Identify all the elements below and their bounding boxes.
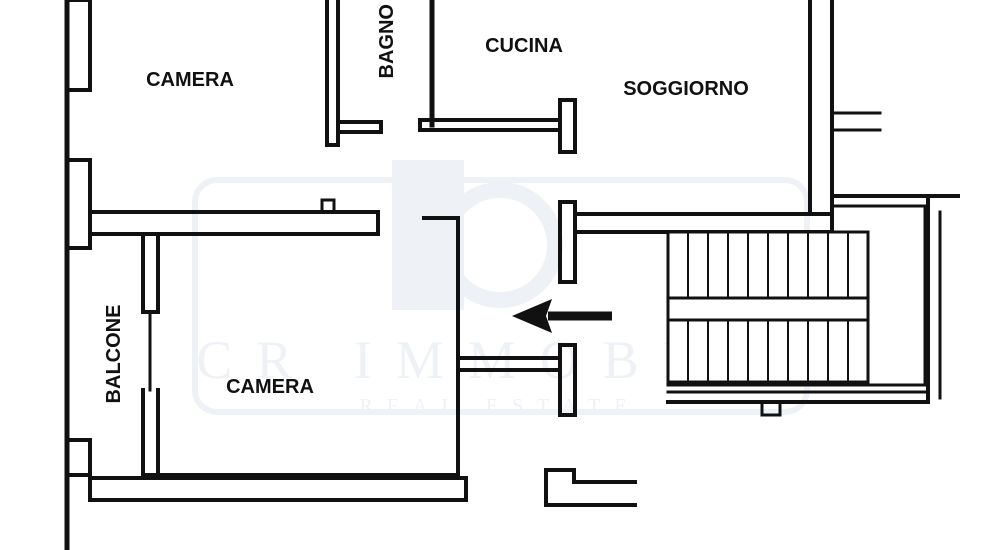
wall-bottom-outer xyxy=(88,476,468,502)
wall-bagno-bottom xyxy=(336,120,383,134)
wall-bottom-right-stub xyxy=(544,468,637,507)
room-label-soggiorno: SOGGIORNO xyxy=(623,78,749,100)
room-label-camera-bottom: CAMERA xyxy=(226,376,314,398)
wall-nub xyxy=(320,198,336,214)
room-label-cucina: CUCINA xyxy=(485,35,563,57)
wall-balcone-inner xyxy=(141,232,160,314)
left-wall-jamb-mid xyxy=(65,158,92,250)
stairs xyxy=(666,230,870,384)
exterior-stub-top xyxy=(830,111,882,132)
wall-cucina-post xyxy=(558,98,577,154)
stair-enclosure-outer xyxy=(666,194,960,404)
left-wall-jamb-low xyxy=(65,438,92,477)
watermark-tagline: REAL ESTATE xyxy=(359,395,640,417)
room-label-camera-top: CAMERA xyxy=(146,69,234,91)
wall-corridor-left xyxy=(422,216,460,477)
watermark-logo-ring xyxy=(437,182,563,308)
room-label-bagno: BAGNO xyxy=(376,4,398,78)
wall-soggiorno-right xyxy=(808,0,834,216)
stair-enclosure-bottom xyxy=(666,383,930,394)
stair-enclosure-inner xyxy=(833,204,942,400)
left-wall-jamb-top xyxy=(65,0,92,92)
wall-soggiorno-post xyxy=(558,200,577,284)
wall-cucina-bottom xyxy=(418,118,562,132)
wall-camera-top-bottom xyxy=(88,210,380,236)
wall-soggiorno-bottom xyxy=(573,212,834,234)
wall-balcone-lower xyxy=(141,388,160,477)
stair-bottom-nub xyxy=(760,400,782,417)
wall-bagno-left xyxy=(325,0,340,147)
wall-entrance-post xyxy=(558,343,577,417)
stair-landing xyxy=(666,296,870,322)
room-label-balcone: BALCONE xyxy=(103,305,125,404)
arrow-left-icon xyxy=(512,299,612,333)
